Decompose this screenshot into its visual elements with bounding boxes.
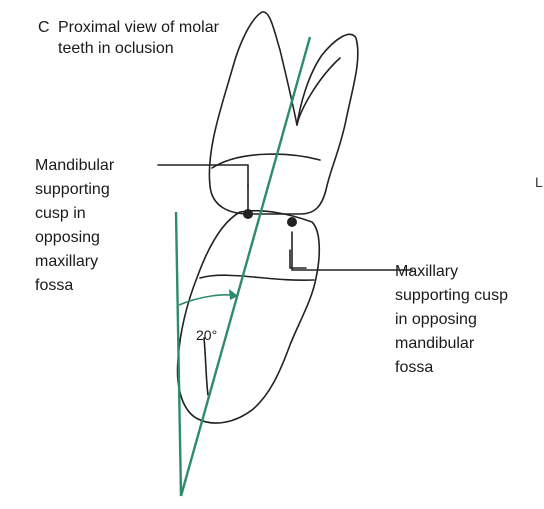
label-mandibular-line3: cusp in (35, 204, 86, 223)
label-mandibular-line2: supporting (35, 180, 110, 199)
label-mandibular-line4: opposing (35, 228, 100, 247)
label-mandibular-line6: fossa (35, 276, 73, 295)
maxillary-cej-line (212, 154, 320, 168)
label-maxillary-line2: supporting cusp (395, 286, 508, 305)
label-mandibular-line5: maxillary (35, 252, 98, 271)
angle-label: 20° (196, 326, 217, 345)
label-maxillary-line1: Maxillary (395, 262, 458, 281)
maxillary-molar-crown-outline (209, 12, 357, 214)
mandibular-contact-point (243, 209, 253, 219)
mandibular-molar-outline (178, 211, 320, 423)
vertical-reference-line (176, 212, 181, 496)
mandibular-root-inner (204, 338, 208, 395)
maxillary-molar-root-split (297, 58, 340, 125)
mandibular-label-leader (158, 165, 248, 186)
figure-title-line1: Proximal view of molar (58, 18, 219, 37)
label-maxillary-line3: in opposing (395, 310, 477, 329)
maxillary-contact-point (287, 217, 297, 227)
panel-letter: C (38, 18, 50, 37)
label-maxillary-line5: fossa (395, 358, 433, 377)
label-mandibular-line1: Mandibular (35, 156, 114, 175)
mandibular-cej-line (200, 275, 314, 280)
figure-title-line2: teeth in oclusion (58, 39, 174, 58)
label-maxillary-line4: mandibular (395, 334, 474, 353)
maxillary-label-leader (292, 232, 412, 270)
edge-mark: L (535, 174, 543, 190)
